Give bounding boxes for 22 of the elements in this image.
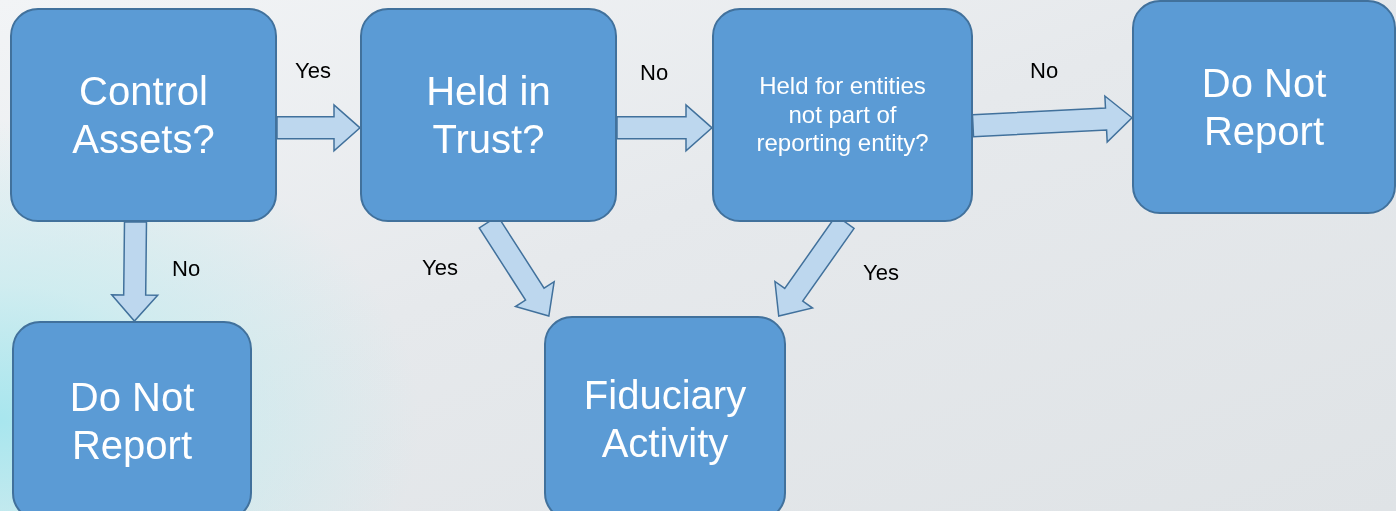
edge-label: Yes: [295, 58, 331, 84]
decision-box: [1132, 0, 1396, 214]
edge-label: Yes: [863, 260, 899, 286]
box-text: Held in Trust?: [425, 68, 552, 163]
decision-box: [10, 8, 277, 222]
decision-box: [544, 316, 786, 511]
block-arrow: [971, 94, 1134, 144]
decision-box: [360, 8, 617, 222]
box-text: Do Not Report: [68, 374, 196, 469]
edge-label: No: [172, 256, 201, 282]
box-text: Held for entities not part of reporting entity?: [755, 71, 930, 159]
block-arrow: [616, 103, 714, 153]
block-arrow: [110, 221, 160, 323]
edge-label: Yes: [422, 255, 458, 281]
edge-label: No: [640, 60, 669, 86]
box-text: Do Not Report: [1200, 60, 1328, 155]
box-text: Fiduciary Activity: [582, 371, 748, 467]
decision-box: [712, 8, 973, 222]
block-arrow: [276, 103, 362, 153]
edge-label: No: [1030, 58, 1059, 84]
box-text: Control Assets?: [71, 68, 216, 163]
decision-box: [12, 321, 252, 511]
